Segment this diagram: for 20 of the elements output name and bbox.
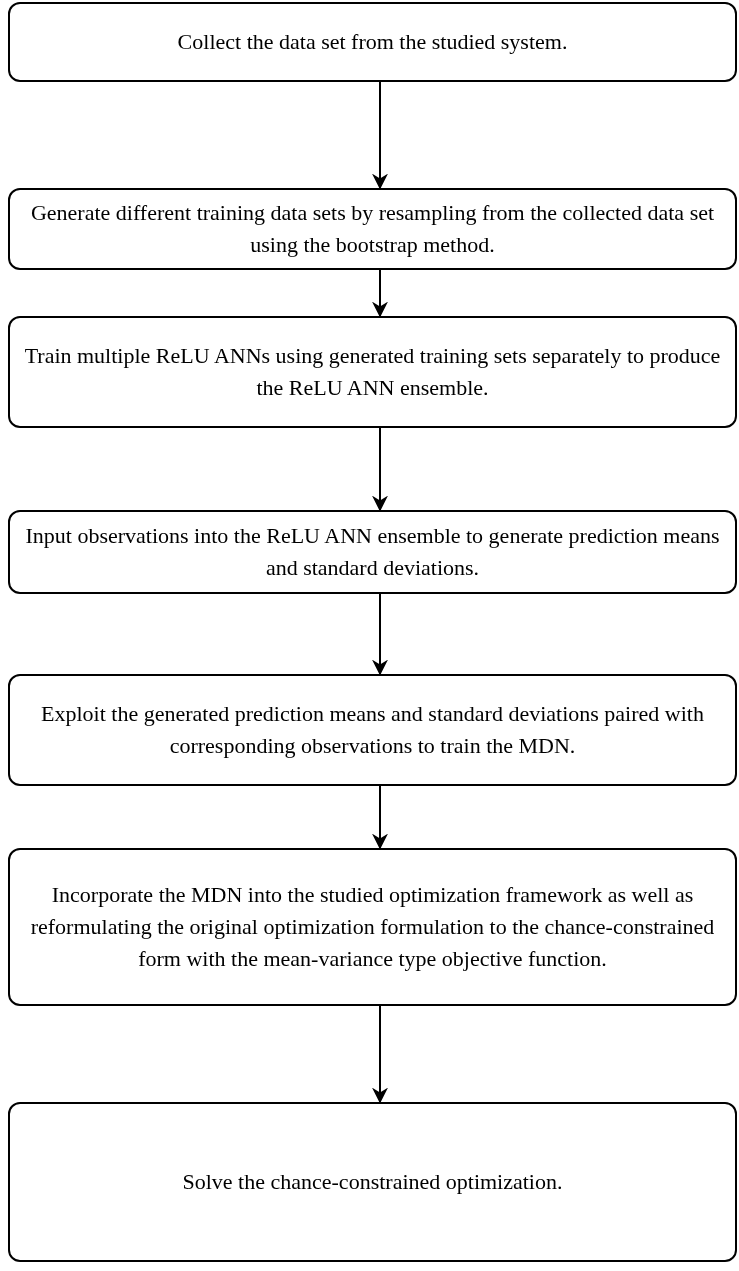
process-box [8,188,737,270]
step-text: Solve the chance-constrained optimization. [182,1168,563,1196]
process-box [8,316,737,428]
process-box [8,674,737,786]
arrow [372,427,388,512]
step-text: Generate different training data sets by resampling from the collected data set using the bootstrap method. [29,199,716,259]
process-box [8,510,737,594]
arrow [372,785,388,850]
process-box [8,1102,737,1262]
process-box [8,848,737,1006]
step-text: Train multiple ReLU ANNs using generated training sets separately to produce the ReLU ANN ensemble. [23,342,722,402]
arrow [372,1005,388,1104]
arrow [372,269,388,318]
arrow [372,81,388,190]
step-text: Collect the data set from the studied system. [177,28,568,56]
process-box [8,2,737,82]
step-text: Input observations into the ReLU ANN ensemble to generate prediction means and standard deviations. [24,522,721,582]
step-text: Exploit the generated prediction means and standard deviations paired with corresponding observations to train the MDN. [40,700,705,760]
step-text: Incorporate the MDN into the studied optimization framework as well as reformulating the original optimization formulation to the chance-constrained form with the mean-variance type objective function. [29,881,716,973]
arrow [372,593,388,676]
